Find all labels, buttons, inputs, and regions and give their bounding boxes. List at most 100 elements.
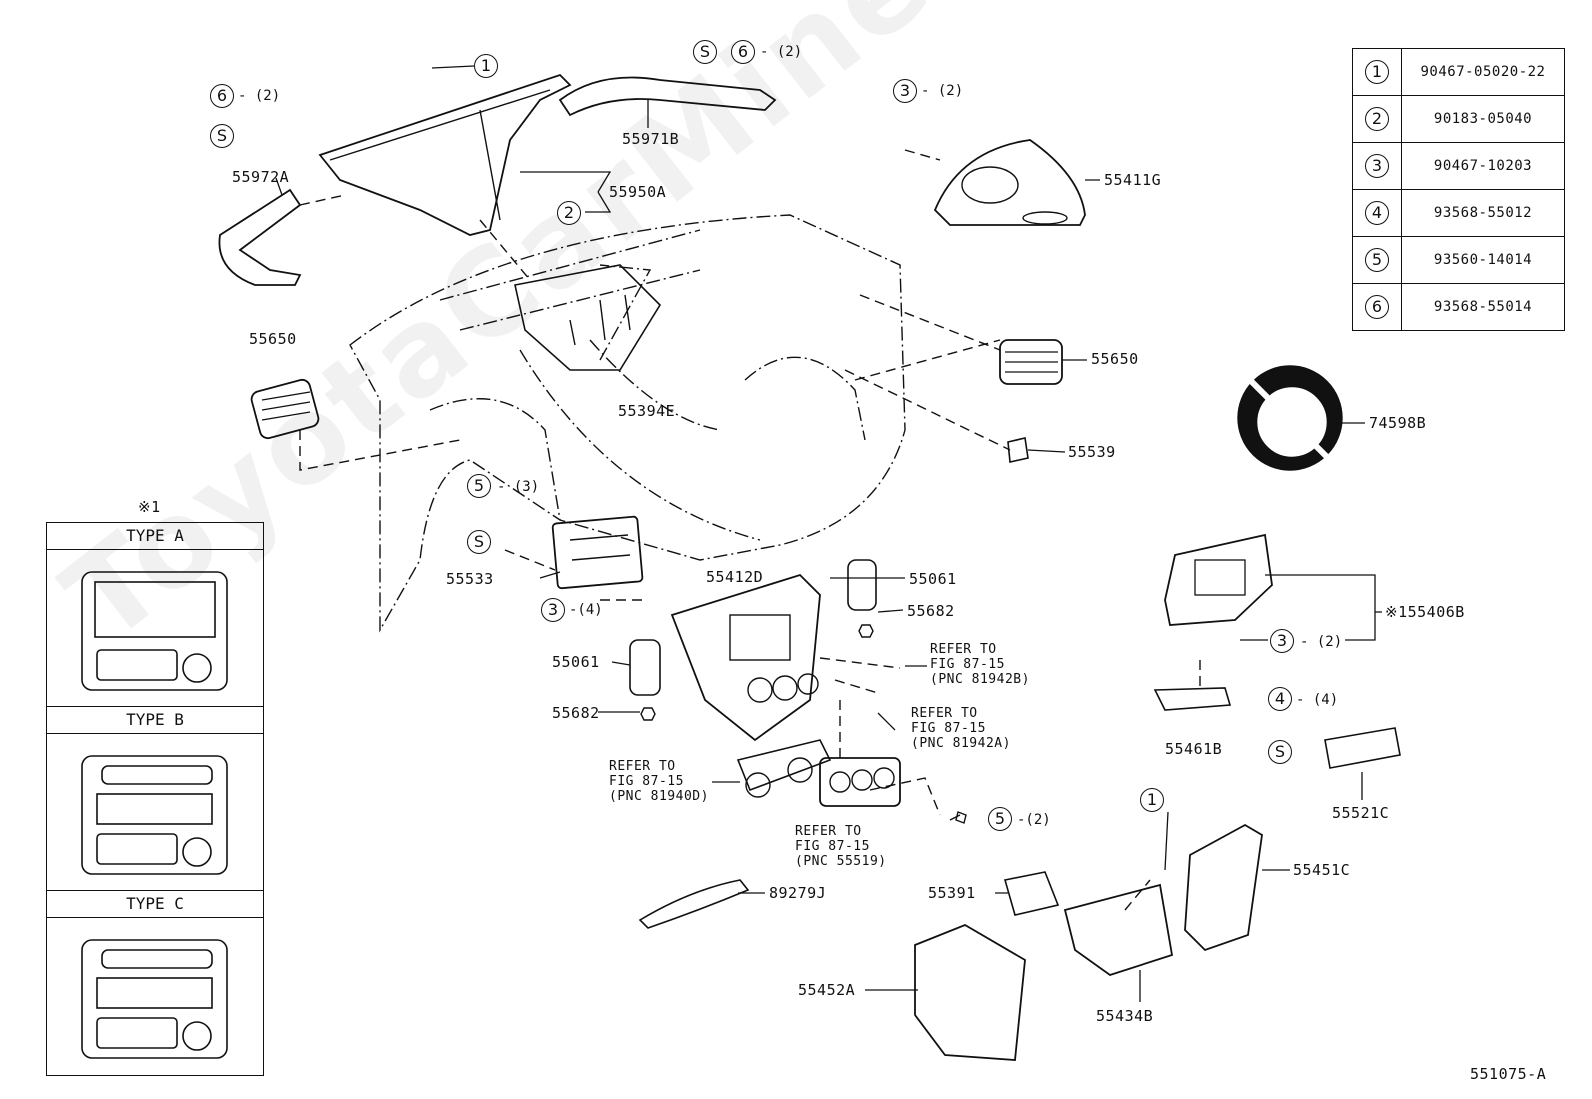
part-label: 55411G (1104, 171, 1162, 189)
part-number: 93560-14014 (1401, 236, 1565, 284)
callout-s: S (467, 530, 491, 554)
table-row: 2 90183-05040 (1352, 95, 1565, 143)
register-right (999, 339, 1063, 385)
callout-3: 3 (1270, 629, 1294, 653)
box-55434B (1063, 883, 1174, 976)
climate-control (819, 757, 901, 807)
quantity: - (2) (238, 88, 281, 104)
type-c-label: TYPE C (47, 891, 263, 918)
quantity: - (2) (760, 44, 803, 60)
part-label: 55521C (1332, 804, 1390, 822)
type-c-illustration (47, 918, 263, 1074)
part-label: 55451C (1293, 861, 1351, 879)
part-number: 93568-55014 (1401, 283, 1565, 331)
part-label: 55533 (446, 570, 494, 588)
part-label: 55061 (552, 653, 600, 671)
part-label: 55391 (928, 884, 976, 902)
quantity: -(4) (569, 602, 603, 618)
part-label: 74598B (1369, 414, 1427, 432)
part-label: 89279J (769, 884, 827, 902)
part-label: 55950A (609, 183, 667, 201)
cover-55451C (1184, 823, 1263, 952)
callout-s: S (210, 124, 234, 148)
callout-1: 1 (474, 54, 498, 78)
reference-table: 1 90467-05020-22 2 90183-05040 3 90467-1020… (1352, 48, 1565, 331)
part-label: 55412D (706, 568, 764, 586)
grille-upper (847, 559, 877, 611)
part-label: 55452A (798, 981, 856, 999)
part-label: 55061 (909, 570, 957, 588)
part-label: 55972A (232, 168, 290, 186)
type-b-illustration (47, 734, 263, 891)
panel-55394E (514, 264, 662, 371)
part-number: 93568-55012 (1401, 189, 1565, 237)
register-left (250, 378, 320, 440)
clip-55539 (1007, 437, 1029, 463)
callout-5: 5 (988, 807, 1012, 831)
type-variants-box: TYPE A TYPE B TYPE C (46, 522, 264, 1076)
callout-5: 5 (467, 474, 491, 498)
callout-3: 3 (893, 79, 917, 103)
callout-marker: 5 (1365, 248, 1389, 272)
duct-55972A (218, 188, 302, 286)
quantity: - (2) (1300, 634, 1343, 650)
table-row: 1 90467-05020-22 (1352, 48, 1565, 96)
callout-s: S (693, 40, 717, 64)
callout-6: 6 (731, 40, 755, 64)
part-label: 55539 (1068, 443, 1116, 461)
cover-55411G (933, 139, 1086, 226)
bezel-55406B (1164, 533, 1273, 626)
callout-2: 2 (557, 201, 581, 225)
duct-55971B (558, 76, 777, 117)
type-box-title: ※1 (138, 498, 161, 516)
callout-3: 3 (541, 598, 565, 622)
callout-4: 4 (1268, 687, 1292, 711)
quantity: -(2) (1017, 812, 1051, 828)
table-row: 3 90467-10203 (1352, 142, 1565, 190)
quantity: - (3) (497, 479, 540, 495)
part-label: 55650 (249, 330, 297, 348)
part-label: 55971B (622, 130, 680, 148)
pocket-55521C (1324, 727, 1401, 769)
trim-89279J (638, 879, 750, 929)
part-number: 90183-05040 (1401, 95, 1565, 143)
quantity: - (2) (921, 83, 964, 99)
callout-marker: 1 (1365, 60, 1389, 84)
diagram-code: 551075-A (1470, 1065, 1547, 1083)
part-label: 55394E (618, 402, 676, 420)
callout-s: S (1268, 740, 1292, 764)
pad-55391 (1003, 871, 1060, 916)
table-row: 5 93560-14014 (1352, 236, 1565, 284)
defroster-nozzle (318, 73, 572, 236)
cluster-55533 (551, 515, 644, 590)
type-a-label: TYPE A (47, 523, 263, 550)
part-label: 55650 (1091, 350, 1139, 368)
part-label: 55461B (1165, 740, 1223, 758)
dashboard-outline (349, 214, 906, 633)
tray-55461B (1153, 687, 1232, 711)
quantity: - (4) (1296, 692, 1339, 708)
callout-marker: 2 (1365, 107, 1389, 131)
panel-55412D (670, 573, 821, 742)
box-55452A (914, 924, 1026, 1061)
grille-lower (629, 639, 661, 696)
part-label: 55434B (1096, 1007, 1154, 1025)
type-b-label: TYPE B (47, 707, 263, 734)
callout-marker: 3 (1365, 154, 1389, 178)
type-a-illustration (47, 550, 263, 707)
part-label: 55682 (552, 704, 600, 722)
callout-1: 1 (1140, 788, 1164, 812)
part-number: 90467-05020-22 (1401, 48, 1565, 96)
part-number: 90467-10203 (1401, 142, 1565, 190)
table-row: 4 93568-55012 (1352, 189, 1565, 237)
callout-6: 6 (210, 84, 234, 108)
callout-marker: 4 (1365, 201, 1389, 225)
part-label: 55682 (907, 602, 955, 620)
